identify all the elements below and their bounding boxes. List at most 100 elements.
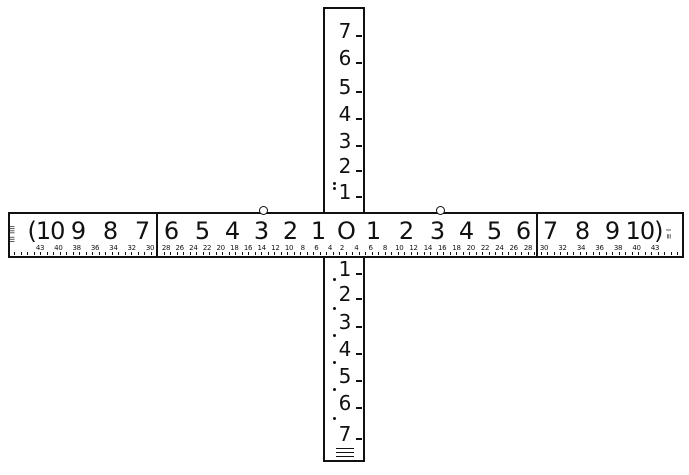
tick-mark <box>254 252 256 255</box>
tick-mark <box>527 252 529 255</box>
horizontal-ruler-strip <box>8 212 684 258</box>
tick-mark <box>131 252 132 255</box>
tick-mark <box>475 252 477 255</box>
scale-sub-number: 30 <box>145 244 155 252</box>
scale-number-left-middle: 1 <box>310 217 326 245</box>
tick-mark <box>157 252 158 255</box>
vertical-end-line <box>336 448 354 449</box>
scale-sub-number: 4 <box>354 244 359 252</box>
scale-number-right-middle: 6 <box>515 217 531 245</box>
scale-number-right: 8 <box>574 217 590 245</box>
scale-number-right-middle: 3 <box>429 217 445 245</box>
tick-mark <box>560 252 561 255</box>
tick-mark <box>397 252 399 255</box>
tick-mark <box>443 252 444 255</box>
vertical-dot <box>333 187 336 190</box>
vertical-tick <box>356 170 362 172</box>
scale-sub-number: 6 <box>368 244 373 252</box>
scale-sub-number: 12 <box>271 244 280 252</box>
tick-mark <box>599 252 600 255</box>
vertical-dot <box>333 388 336 391</box>
tick-mark <box>183 252 184 255</box>
scale-sub-number: 2 <box>339 244 345 252</box>
tick-mark <box>482 252 483 255</box>
tick-mark <box>547 252 548 255</box>
tick-mark <box>677 252 678 255</box>
tick-mark <box>631 252 633 255</box>
scale-sub-number: 18 <box>230 244 239 252</box>
scale-sub-number: 18 <box>452 244 461 252</box>
tick-mark <box>72 252 74 255</box>
tick-mark <box>592 252 594 255</box>
vertical-scale-number-lower: 5 <box>338 364 352 388</box>
tick-mark <box>215 252 217 255</box>
tick-mark <box>657 252 659 255</box>
tick-mark <box>261 252 262 255</box>
vertical-tick <box>356 145 362 147</box>
scale-number-left-middle: 2 <box>282 217 298 245</box>
scale-sub-number: 24 <box>189 244 198 252</box>
scale-number-right-middle: 5 <box>486 217 502 245</box>
vertical-dot <box>333 307 336 310</box>
tick-mark <box>670 252 672 255</box>
tick-mark <box>306 252 308 255</box>
tick-mark <box>46 252 48 255</box>
scale-sub-number: 20 <box>216 244 226 252</box>
tick-mark <box>170 252 171 255</box>
scale-sub-number: 12 <box>409 244 418 252</box>
scale-sub-number: 14 <box>257 244 267 252</box>
section-divider <box>156 212 158 258</box>
tick-mark <box>417 252 418 255</box>
tick-mark <box>20 252 22 255</box>
tick-mark <box>27 252 28 255</box>
tick-mark <box>501 252 503 255</box>
scale-number-left: (10 <box>27 217 66 245</box>
tick-mark <box>521 252 522 255</box>
scale-sub-number: 24 <box>495 244 504 252</box>
vertical-tick <box>356 118 362 120</box>
scale-sub-number: 28 <box>161 244 171 252</box>
tick-mark <box>92 252 93 255</box>
vertical-scale-number-upper: 4 <box>338 102 352 126</box>
tick-mark <box>137 252 139 255</box>
tick-mark <box>488 252 490 255</box>
vertical-scale-number-lower: 3 <box>338 310 352 334</box>
tick-mark <box>14 252 15 255</box>
vertical-tick <box>356 62 362 64</box>
tick-mark <box>378 252 379 255</box>
tick-mark <box>319 252 321 255</box>
tick-mark <box>436 252 438 255</box>
vertical-scale-number-lower: 4 <box>338 337 352 361</box>
tick-mark <box>540 252 542 255</box>
tick-mark <box>423 252 425 255</box>
vertical-tick <box>356 196 362 198</box>
vertical-tick <box>356 326 362 328</box>
tick-mark <box>293 252 295 255</box>
scale-zero: O <box>337 217 356 245</box>
tick-mark <box>339 252 340 255</box>
tick-mark <box>79 252 80 255</box>
scale-sub-number: 14 <box>423 244 433 252</box>
tick-mark <box>313 252 314 255</box>
scale-sub-number: 16 <box>437 244 447 252</box>
vertical-dot <box>333 417 336 420</box>
tick-mark <box>612 252 613 255</box>
scale-sub-number: 34 <box>109 244 118 252</box>
tick-mark <box>163 252 165 255</box>
tick-mark <box>209 252 210 255</box>
vertical-scale-number-lower: 1 <box>338 257 352 281</box>
tick-mark <box>371 252 373 255</box>
tick-mark <box>332 252 334 255</box>
tick-mark <box>638 252 639 255</box>
vertical-dot <box>333 361 336 364</box>
tick-mark <box>300 252 301 255</box>
vertical-scale-number-upper: 7 <box>338 19 352 43</box>
scale-number-left-middle: 6 <box>163 217 179 245</box>
tick-mark <box>573 252 574 255</box>
scale-sub-number: 10 <box>284 244 294 252</box>
tick-mark <box>410 252 412 255</box>
tick-mark <box>33 252 35 255</box>
scale-sub-number: 10 <box>395 244 404 252</box>
scale-sub-number: 34 <box>576 244 586 252</box>
scale-number-right: 10) <box>625 217 664 245</box>
